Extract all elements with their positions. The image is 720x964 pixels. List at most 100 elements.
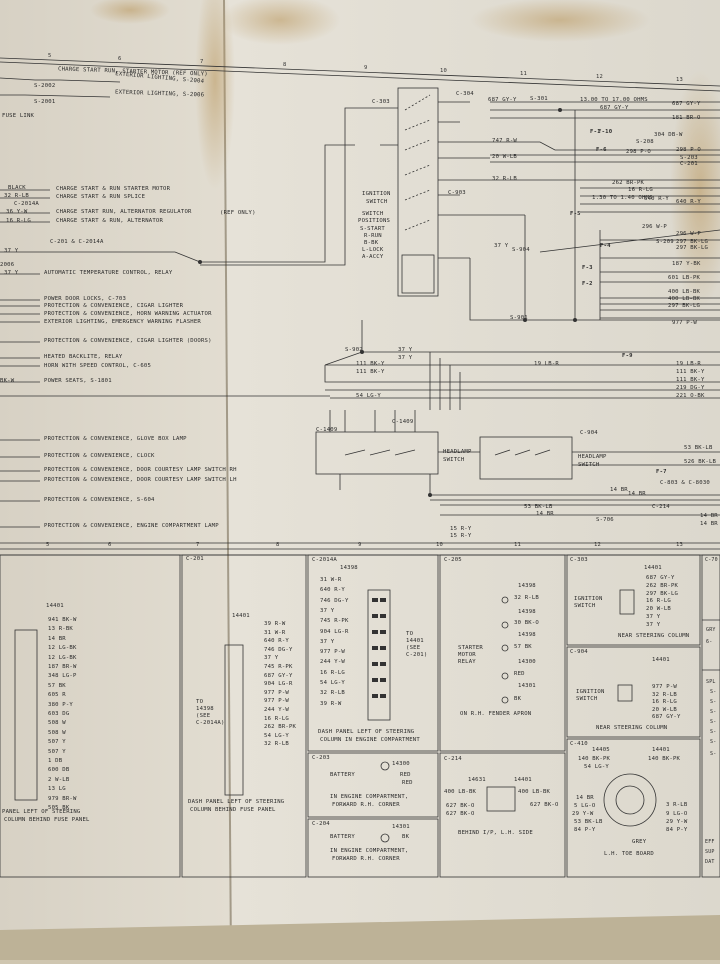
wire-label: 187 Y-BK (672, 261, 701, 267)
ruler-number: 12 (594, 542, 602, 548)
ruler-number: 13 (676, 542, 684, 548)
fuse-label: F-5 (570, 211, 581, 217)
wire-label: 640 R-Y (320, 587, 345, 594)
panel-tag: (SEE (196, 713, 211, 719)
edge-label: EFF (705, 839, 715, 845)
circuit-desc: PROTECTION & CONVENIENCE, HORN WARNING A… (44, 311, 212, 317)
panel-caption: DASH PANEL LEFT OF STEERING (188, 799, 285, 805)
wire-label: 687 GY-Y (646, 575, 675, 581)
wire-label: 54 LG-Y (320, 680, 345, 686)
splice-dot (428, 493, 432, 497)
wire-label: 53 BK-LB (574, 819, 603, 825)
device-label: BATTERY (330, 772, 355, 778)
edge-label: S- (710, 689, 717, 695)
panel-tag: 14401 (406, 638, 424, 644)
pin (372, 598, 378, 602)
panel-c203 (307, 752, 439, 818)
wire-label: 37 Y (398, 355, 413, 361)
wire-label: 304 DB-W (654, 132, 683, 138)
wire-label: 640 R-Y (644, 196, 669, 202)
connector-body (224, 644, 244, 796)
battery-terminal (380, 833, 390, 843)
wire-label: 181 BR-O (672, 115, 701, 121)
wire-label: 32 R-LB (264, 741, 289, 748)
panel-tag: (SEE (406, 645, 421, 651)
wire-label: 296 W-P (642, 224, 667, 230)
ruler-number: 7 (196, 542, 200, 548)
wire (329, 410, 416, 432)
connector-body (486, 786, 516, 812)
wire-label: 12 LG-BK (48, 654, 77, 661)
panel-caption: COLUMN BEHIND FUSE PANEL (4, 817, 90, 823)
connector-label: C-303 (372, 99, 390, 105)
circuit-desc: AUTOMATIC TEMPERATURE CONTROL, RELAY (44, 270, 173, 276)
wire-label: 37 Y (320, 638, 335, 645)
wire-label: 14 BR (700, 513, 718, 519)
wire-label: 37 Y (646, 621, 661, 628)
panel-c904 (566, 646, 701, 738)
wire-label: 244 Y-W (264, 707, 289, 713)
wire-label: 14 BR (576, 795, 594, 801)
edge-label: S- (710, 729, 717, 735)
wire (324, 351, 720, 399)
connector-label: C-904 (580, 430, 598, 436)
wire-label: 507 Y (48, 739, 66, 746)
wire-label: 262 BR-PK (646, 582, 679, 589)
wire-label: 57 BK (48, 682, 66, 689)
device-label: STARTER (458, 645, 483, 651)
headlamp-switch-right (479, 436, 573, 480)
wire-label: 36 Y-W (6, 209, 28, 215)
panel-c204 (307, 818, 439, 878)
wire-label: 9 LG-O (666, 811, 688, 817)
wire-label: 140 BK-PK (578, 756, 611, 762)
pin (380, 614, 386, 618)
ruler-number: 6 (118, 55, 122, 62)
connector-body (619, 589, 635, 615)
circuit-desc: CHARGE START & RUN SPLICE (56, 194, 146, 200)
device-label: RELAY (458, 659, 476, 665)
panel-c410 (566, 738, 701, 878)
switch-contacts (404, 94, 431, 231)
terminal (501, 621, 509, 629)
circuit-desc: CHARGE START & RUN STARTER MOTOR (56, 186, 171, 192)
circuit-desc: PROTECTION & CONVENIENCE, CIGAR LIGHTER (44, 303, 184, 309)
switch-positions-title: POSITIONS (358, 218, 391, 224)
water-stain (195, 0, 235, 190)
splice-dot (360, 350, 364, 354)
wire-label: 187 BR-W (48, 664, 77, 670)
water-stain (90, 0, 170, 24)
wire-label: 19 LB-R (676, 361, 701, 367)
top-ruler-line (0, 57, 720, 87)
wire-label: 977 P-W (652, 684, 677, 690)
part-number: 14398 (340, 565, 358, 571)
wire-label: 1 DB (48, 758, 63, 764)
headlamp-switch-left (315, 431, 439, 475)
panel-caption: ON R.H. FENDER APRON (460, 711, 532, 717)
wire-label: 977 P-W (320, 649, 345, 656)
headlamp-switch-label: SWITCH (578, 462, 600, 468)
circuit-desc: HEATED BACKLITE, RELAY (44, 354, 123, 360)
panel-title: C-201 (186, 556, 204, 562)
wire (0, 357, 40, 367)
ref-only-label: (REF ONLY) (220, 210, 256, 216)
wire-label: 745 R-PK (264, 664, 293, 670)
splice-label: S-2002 (34, 83, 56, 89)
wire-label: RED (514, 671, 525, 677)
panel-tag: TO (406, 631, 414, 637)
panel-title: C-410 (570, 741, 588, 747)
panel-c2014a (307, 554, 439, 752)
wire-label: C-201 (680, 161, 698, 167)
wire-label: 297 BK-LG (668, 303, 701, 309)
connector-label: C-214 (652, 504, 670, 510)
fuse-label: F-10 (598, 129, 613, 135)
fuse-label: F-4 (600, 243, 611, 249)
circuit-desc: PROTECTION & CONVENIENCE, CIGAR LIGHTER … (44, 338, 212, 344)
wire-label: BLACK (8, 185, 26, 191)
wire-label: 37 Y (398, 347, 413, 353)
device-label: MOTOR (458, 652, 476, 658)
part-number: 14401 (232, 613, 250, 619)
wire-label: 15 R-Y (450, 526, 472, 532)
connector-label: C-304 (456, 91, 474, 97)
wire-label: 400 LB-BK (668, 289, 701, 295)
splice-dot (573, 318, 577, 322)
